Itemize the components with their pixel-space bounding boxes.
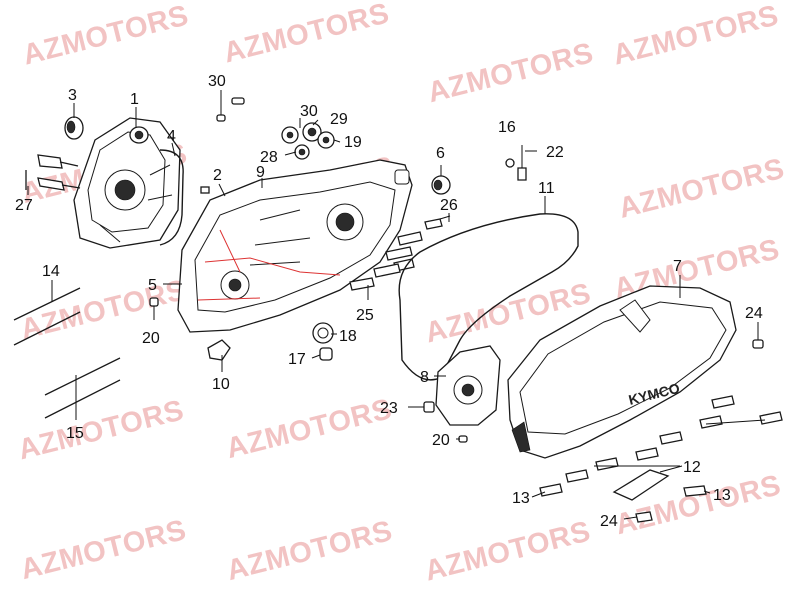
cap-part-17 (319, 347, 333, 361)
watermark: AZMOTORS (15, 394, 187, 466)
callout-29: 29 (330, 111, 348, 128)
watermark: AZMOTORS (223, 393, 395, 465)
bearing-group-part-28-29-30-19 (281, 122, 335, 160)
callout-17: 17 (288, 351, 306, 368)
callout-labels: 30 3 1 4 30 29 28 19 2 9 6 16 22 11 27 2… (15, 73, 763, 530)
clamp-part-10 (207, 339, 231, 361)
callout-13b: 13 (713, 487, 731, 504)
cover-gasket-part-11 (398, 213, 579, 381)
plate-part-8 (435, 345, 501, 426)
callout-20b: 20 (432, 432, 450, 449)
callout-8: 8 (420, 369, 429, 386)
bolt-part-23 (423, 401, 435, 413)
callout-22: 22 (546, 144, 564, 161)
dowel-pin-part-30 (216, 90, 245, 122)
bolt-part-24-bottom (635, 511, 653, 523)
watermark: AZMOTORS (220, 0, 392, 69)
callout-18: 18 (339, 328, 357, 345)
outer-cover-part-7: KYMCO (507, 285, 737, 459)
gasket-part-4 (159, 149, 184, 246)
callout-10: 10 (212, 376, 230, 393)
pin-part-20-center (458, 435, 468, 443)
callout-1: 1 (130, 91, 139, 108)
callout-4: 4 (167, 128, 176, 145)
callout-13: 13 (512, 490, 530, 507)
watermark: AZMOTORS (20, 0, 192, 71)
callout-2: 2 (213, 167, 222, 184)
watermark: AZMOTORS (610, 0, 782, 71)
callout-16: 16 (498, 119, 516, 136)
callout-23: 23 (380, 400, 398, 417)
callout-3: 3 (68, 87, 77, 104)
callout-30b: 30 (300, 103, 318, 120)
watermark: AZMOTORS (224, 515, 396, 587)
strip-part-12 (612, 469, 670, 501)
pin-part-20 (149, 297, 159, 307)
watermark: AZMOTORS (616, 153, 788, 225)
cover-bolts-part-13 (539, 395, 783, 497)
bushing-part-6 (431, 175, 451, 195)
stud-part-27 (25, 154, 81, 191)
callout-14: 14 (42, 263, 60, 280)
callout-6: 6 (436, 145, 445, 162)
callout-12: 12 (683, 459, 701, 476)
callout-24b: 24 (600, 513, 618, 530)
watermark: AZMOTORS (425, 37, 597, 109)
callout-26: 26 (440, 197, 458, 214)
seal-part-18 (312, 322, 334, 344)
callout-30: 30 (208, 73, 226, 90)
watermark: AZMOTORS (17, 274, 189, 346)
callout-11: 11 (538, 180, 555, 197)
bolts-part-25-26 (349, 215, 451, 291)
bolt-part-24 (752, 322, 764, 349)
watermark: AZMOTORS (17, 514, 189, 586)
callout-28: 28 (260, 149, 278, 166)
callout-24: 24 (745, 305, 763, 322)
callout-5: 5 (148, 277, 157, 294)
callout-19: 19 (344, 134, 362, 151)
stud-part-15 (44, 357, 121, 419)
bolt-part-16-22 (505, 145, 527, 181)
watermark: AZMOTORS (422, 515, 594, 587)
stud-part-14 (13, 287, 81, 346)
callout-7: 7 (673, 258, 682, 275)
callout-15: 15 (66, 425, 84, 442)
crankcase-right-part-5 (177, 159, 413, 333)
callout-25: 25 (356, 307, 374, 324)
callout-9: 9 (256, 164, 265, 181)
parts-layer: KYMCO (13, 90, 783, 523)
callout-27: 27 (15, 197, 33, 214)
bushing-part-3 (64, 116, 84, 140)
leader-lines (27, 103, 766, 520)
crankcase-left-part-1 (73, 117, 181, 249)
callout-20: 20 (142, 330, 160, 347)
